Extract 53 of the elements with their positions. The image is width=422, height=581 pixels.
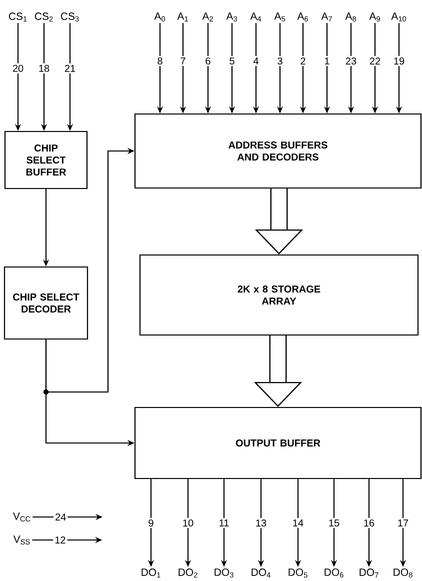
pin-name: DO$_{5}$: [288, 568, 308, 578]
pin-number: 16: [362, 518, 376, 528]
pin-name: A$_{7}$: [321, 12, 332, 22]
pin-name: A$_{8}$: [345, 12, 356, 22]
block-box: CHIP SELECT DECODER: [4, 266, 88, 340]
pin-number: 14: [290, 518, 306, 528]
pin-number: 19: [392, 56, 406, 66]
pin-name: A$_{2}$: [202, 12, 213, 22]
pin-name: A$_{0}$: [154, 12, 166, 22]
pin-number: 18: [36, 63, 52, 74]
pin-name: DO$_{7}$: [360, 568, 378, 578]
pin-name: CS$_{3}$: [60, 12, 79, 22]
pin-number: 22: [368, 56, 382, 66]
pin-number: 5: [228, 56, 236, 66]
pin-name: V$_{SS}$: [13, 536, 30, 544]
pin-number: 12: [53, 535, 68, 545]
block-box: ADDRESS BUFFERS AND DECODERS: [134, 113, 422, 189]
pin-name: A$_{9}$: [369, 12, 380, 22]
pin-number: 3: [276, 56, 284, 66]
block-box: OUTPUT BUFFER: [134, 406, 422, 480]
pin-name: DO$_{4}$: [252, 568, 270, 578]
pin-name: DO$_{1}$: [142, 568, 160, 578]
pin-name: A$_{6}$: [297, 12, 308, 22]
pin-name: DO$_{6}$: [324, 568, 344, 578]
pin-name: A$_{10}$: [391, 12, 406, 22]
pin-number: 13: [254, 518, 268, 528]
pin-name: CS$_{2}$: [34, 12, 53, 22]
pin-name: DO$_{8}$: [394, 568, 412, 578]
pin-name: DO$_{3}$: [214, 568, 234, 578]
pin-number: 20: [10, 63, 26, 74]
block-box: 2K x 8 STORAGE ARRAY: [139, 254, 419, 336]
pin-name: A$_{3}$: [226, 12, 237, 22]
pin-name: DO$_{2}$: [178, 568, 198, 578]
pin-name: A$_{5}$: [274, 12, 285, 22]
pin-number: 21: [62, 63, 78, 74]
pin-name: V$_{CC}$: [12, 512, 30, 522]
pin-number: 2: [298, 56, 308, 66]
pin-number: 17: [396, 518, 410, 528]
pin-number: 23: [344, 56, 358, 66]
pin-number: 9: [146, 518, 156, 528]
pin-number: 8: [156, 56, 164, 66]
pin-number: 10: [180, 518, 196, 528]
pin-number: 15: [326, 518, 342, 528]
pin-number: 7: [178, 56, 188, 66]
pin-name: A$_{1}$: [177, 12, 188, 22]
pin-number: 6: [204, 56, 212, 66]
pin-name: A$_{4}$: [250, 12, 262, 22]
block-box: CHIP SELECT BUFFER: [4, 130, 88, 190]
pin-number: 11: [217, 518, 231, 528]
pin-number: 4: [252, 56, 260, 66]
pin-number: 1: [322, 56, 332, 66]
pin-name: CS$_{1}$: [8, 12, 27, 22]
pin-number: 24: [54, 512, 68, 522]
